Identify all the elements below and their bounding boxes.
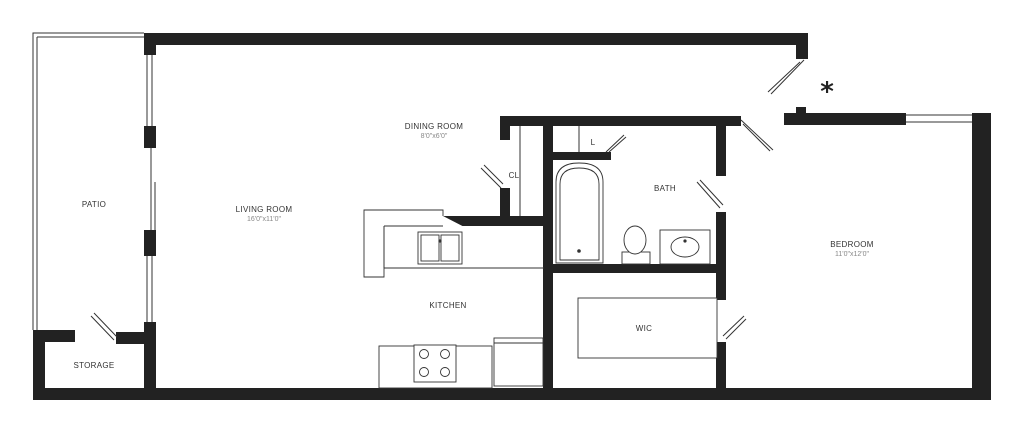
door-wic-b bbox=[725, 318, 747, 340]
wall-top-right-stub bbox=[796, 33, 808, 59]
wall-west-pier-1 bbox=[144, 126, 156, 148]
lavatory-faucet-icon bbox=[683, 239, 687, 243]
wall-closet-left-lower bbox=[500, 188, 510, 224]
drain-icon bbox=[577, 249, 581, 253]
door-bath[interactable] bbox=[696, 181, 721, 209]
faucet-icon bbox=[438, 239, 442, 243]
door-closet[interactable] bbox=[480, 167, 502, 189]
sink-basin-right bbox=[440, 234, 460, 262]
door-storage-b bbox=[93, 312, 118, 338]
dims-bedroom: 11'0"x12'0" bbox=[835, 251, 869, 258]
wall-bath-left bbox=[543, 116, 553, 400]
sink-basin-left bbox=[420, 234, 440, 262]
door-bedroom[interactable] bbox=[740, 119, 774, 151]
walls bbox=[33, 33, 991, 400]
label-wic: WIC bbox=[636, 324, 652, 333]
wall-west-upper bbox=[144, 33, 156, 55]
wall-storage-left bbox=[33, 330, 45, 400]
wall-east bbox=[972, 113, 991, 400]
patio-outline bbox=[32, 32, 144, 330]
door-entry-b bbox=[767, 61, 801, 93]
door-linen[interactable] bbox=[605, 134, 625, 153]
burner-icon-4 bbox=[440, 367, 450, 377]
label-bath: BATH bbox=[654, 184, 676, 193]
bath-fixtures bbox=[555, 162, 711, 265]
door-closet-b bbox=[483, 164, 504, 185]
lavatory-sink-icon bbox=[670, 236, 700, 258]
wall-bath-top bbox=[500, 116, 741, 126]
labels: PATIO LIVING ROOM 16'0"x11'0" DINING ROO… bbox=[73, 77, 873, 370]
door-linen-b bbox=[608, 136, 627, 153]
wall-wic-right-lower bbox=[716, 342, 726, 400]
wall-bottom bbox=[33, 388, 991, 400]
label-storage: STORAGE bbox=[73, 361, 114, 370]
dims-dining-room: 8'0"x6'0" bbox=[421, 133, 448, 140]
thin-lines bbox=[32, 32, 972, 359]
wall-bath-right-upper bbox=[716, 116, 726, 176]
door-bath-b bbox=[699, 179, 724, 206]
wall-kitchen-top bbox=[443, 216, 553, 226]
wall-closet-left-upper bbox=[500, 116, 510, 140]
label-kitchen: KITCHEN bbox=[429, 301, 466, 310]
door-storage[interactable] bbox=[90, 315, 115, 341]
burner-icon-1 bbox=[419, 349, 429, 359]
burner-icon-3 bbox=[419, 367, 429, 377]
wall-storage-top-left bbox=[33, 330, 75, 342]
wall-bath-bottom bbox=[553, 264, 726, 273]
toilet-icon bbox=[623, 225, 647, 255]
wall-west-pier-2 bbox=[144, 230, 156, 256]
wic-shelf bbox=[577, 297, 718, 359]
label-dining-room: DINING ROOM bbox=[405, 122, 463, 131]
door-wic[interactable] bbox=[722, 315, 745, 337]
door-bedroom-b bbox=[742, 123, 771, 152]
entry-marker-icon: * bbox=[820, 77, 834, 107]
label-linen: L bbox=[591, 138, 596, 147]
bathtub-inner bbox=[559, 167, 600, 261]
wall-bedroom-top bbox=[784, 113, 906, 125]
wall-bedroom-top-stub bbox=[796, 107, 806, 117]
label-bedroom: BEDROOM bbox=[830, 240, 873, 249]
label-closet: CL bbox=[509, 171, 520, 180]
doors bbox=[90, 59, 805, 341]
wall-linen-bottom bbox=[553, 152, 611, 160]
dims-living-room: 16'0"x11'0" bbox=[247, 216, 281, 223]
wall-top bbox=[144, 33, 808, 45]
wall-bath-right-lower bbox=[716, 212, 726, 300]
refrigerator-icon bbox=[493, 337, 544, 387]
door-entry[interactable] bbox=[770, 59, 805, 95]
label-patio: PATIO bbox=[82, 200, 106, 209]
burner-icon-2 bbox=[440, 349, 450, 359]
wall-storage-top-right bbox=[116, 332, 156, 344]
stove-icon bbox=[413, 344, 457, 383]
kitchen-fixtures bbox=[363, 209, 544, 389]
label-living-room: LIVING ROOM bbox=[236, 205, 293, 214]
